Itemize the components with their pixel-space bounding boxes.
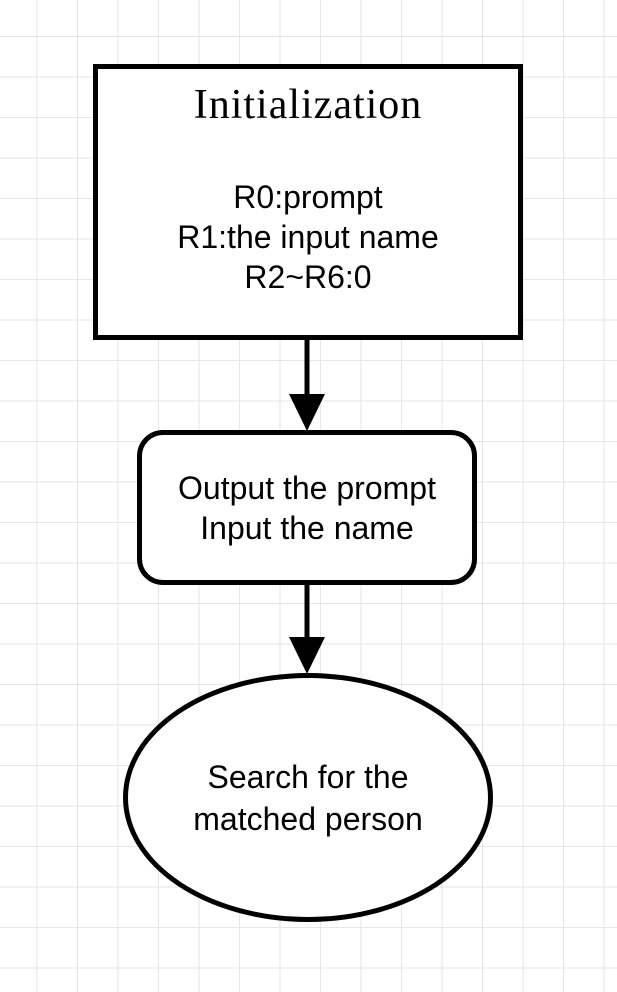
initialization-process-box[interactable]: Initialization R0:prompt R1:the input na… — [93, 64, 523, 340]
arrowhead-init-to-io — [289, 394, 325, 431]
io-line-input: Input the name — [200, 509, 414, 546]
io-line-output: Output the prompt — [178, 469, 436, 506]
search-line-1: Search for the — [207, 758, 409, 795]
register-line-r2-r6: R2~R6:0 — [244, 259, 372, 295]
register-line-r0: R0:prompt — [233, 179, 383, 215]
io-process-box[interactable]: Output the prompt Input the name — [137, 430, 477, 585]
search-line-2: matched person — [193, 800, 423, 837]
register-line-r1: R1:the input name — [177, 219, 439, 255]
arrowhead-io-to-search — [289, 637, 325, 674]
search-terminal-ellipse[interactable]: Search for the matched person — [123, 673, 493, 922]
initialization-register-list: R0:prompt R1:the input name R2~R6:0 — [177, 177, 439, 297]
initialization-title: Initialization — [193, 82, 423, 128]
